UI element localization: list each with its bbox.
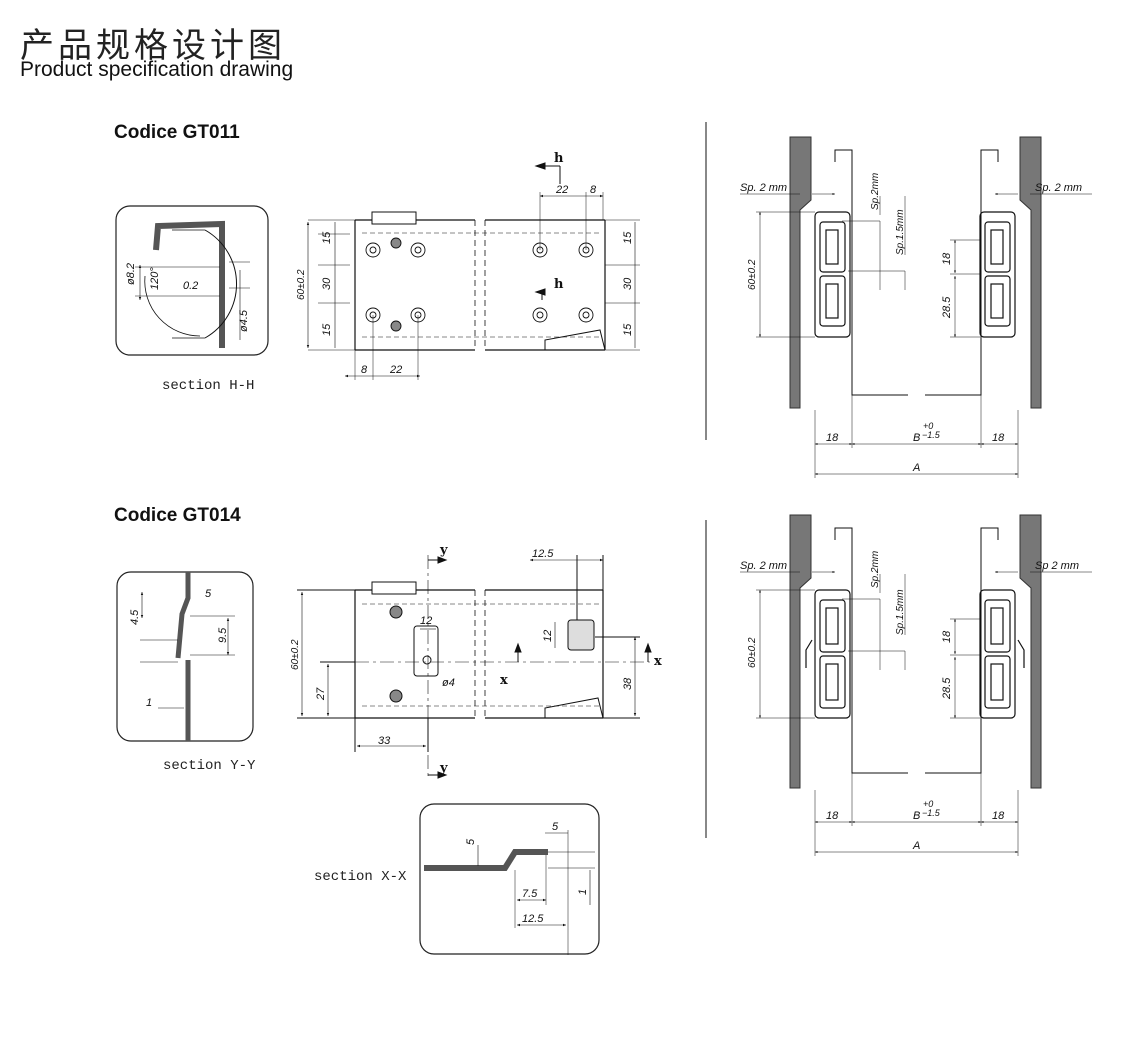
gt011-dim-gap: 0.2 (183, 280, 198, 292)
gt014-section-xx (419, 803, 600, 955)
gt011-mount-d285: 28.5 (941, 296, 953, 319)
gt014-yy-d5: 5 (205, 588, 212, 600)
gt014-xx-d5b: 5 (552, 821, 559, 833)
gt014-plan-d12a: 12 (420, 615, 432, 627)
gt011-mount-b-tol-top: +0 (923, 421, 933, 431)
gt014-plan-d12b: 12 (542, 630, 554, 642)
gt011-dim-r15b: 15 (622, 323, 634, 336)
gt014-plan-h60: 60±0.2 (290, 639, 301, 670)
gt014-mount-view (740, 514, 1092, 856)
gt011-mount-view (740, 136, 1092, 478)
gt014-mount-b-tol-bot: −1.5 (922, 808, 941, 818)
gt014-mount-h60: 60±0.2 (747, 637, 758, 668)
gt014-marker-x-left: x (500, 673, 508, 688)
gt014-marker-x-right: x (654, 654, 662, 669)
gt014-section-yy-label: section Y-Y (163, 758, 256, 774)
gt011-dim-v15a: 15 (321, 231, 333, 244)
gt011-mount-sp2mm: Sp.2mm (870, 173, 881, 210)
gt014-mount-dims: Sp. 2 mm Sp 2 mm Sp.2mm Sp.1.5mm 60±0.2 … (740, 551, 1079, 852)
gt014-plan-view (297, 555, 652, 780)
gt014-marker-y-top: y (439, 543, 448, 558)
gt014-mount-w18b: 18 (992, 810, 1005, 822)
gt011-dim-v15b: 15 (321, 323, 333, 336)
gt014-mount-a: A (912, 840, 920, 852)
gt011-dim-r15a: 15 (622, 231, 634, 244)
gt014-mount-d18: 18 (941, 630, 953, 643)
gt014-mount-b-tol-top: +0 (923, 799, 933, 809)
gt014-plan-d125: 12.5 (532, 548, 554, 560)
gt014-xx-d125: 12.5 (522, 913, 544, 925)
gt011-mount-dims: Sp. 2 mm Sp. 2 mm Sp.2mm Sp.1.5mm 60±0.2… (740, 173, 1082, 474)
gt014-xx-d75: 7.5 (522, 888, 538, 900)
gt014-xx-d1: 1 (577, 889, 589, 895)
gt011-dim-v30: 30 (321, 277, 333, 290)
page-title-chinese: 产品规格设计图 (20, 26, 286, 66)
gt014-section-yy-dims: 4.5 5 9.5 1 (129, 588, 229, 709)
gt011-dim-d82: ø8.2 (125, 263, 137, 285)
gt014-section-xx-label: section X-X (314, 869, 407, 885)
gt011-dim-d45: ø4.5 (238, 309, 250, 332)
gt014-mount-sp2mm: Sp.2mm (870, 551, 881, 588)
gt011-mount-b-tol-bot: −1.5 (922, 430, 941, 440)
gt011-section-hh-label: section H-H (162, 378, 255, 394)
gt011-mount-sp15mm: Sp.1.5mm (895, 209, 906, 255)
gt014-mount-d285: 28.5 (941, 677, 953, 700)
gt014-code-label: Codice GT014 (114, 505, 241, 526)
page-title-english: Product specification drawing (20, 58, 294, 81)
gt014-section-yy (116, 571, 254, 742)
gt014-mount-b: B (913, 810, 920, 822)
gt011-mount-sp2-right: Sp. 2 mm (1035, 182, 1082, 194)
gt011-dim-height: 60±0.2 (296, 269, 307, 300)
gt011-marker-h-mid: h (554, 277, 564, 292)
gt014-plan-d33: 33 (378, 735, 391, 747)
gt011-mount-a: A (912, 462, 920, 474)
gt011-plan-dims: 22 8 h h 15 30 15 60±0.2 15 30 15 8 22 (296, 151, 634, 376)
gt014-mount-sp2-left: Sp. 2 mm (740, 560, 787, 572)
gt014-yy-d95: 9.5 (217, 627, 229, 643)
gt011-mount-w18b: 18 (992, 432, 1005, 444)
gt014-mount-sp2-right: Sp 2 mm (1035, 560, 1079, 572)
gt011-dim-r30: 30 (622, 277, 634, 290)
gt011-dim-top8: 8 (590, 184, 597, 196)
gt011-mount-sp2-left: Sp. 2 mm (740, 182, 787, 194)
gt014-plan-d27: 27 (315, 687, 327, 701)
gt014-plan-dims: y y x x 12.5 12 12 ø4 60±0.2 27 38 33 (290, 543, 662, 776)
gt011-mount-b: B (913, 432, 920, 444)
gt011-mount-h60: 60±0.2 (747, 259, 758, 290)
gt014-mount-sp15mm: Sp.1.5mm (895, 589, 906, 635)
gt011-dim-b8: 8 (361, 364, 368, 376)
gt011-section-hh (115, 205, 269, 356)
gt014-plan-d4: ø4 (442, 677, 455, 689)
gt014-mount-w18a: 18 (826, 810, 839, 822)
gt011-mount-w18a: 18 (826, 432, 839, 444)
gt011-plan-view (306, 162, 640, 380)
gt014-yy-d45: 4.5 (129, 609, 141, 625)
gt011-dim-top22: 22 (555, 184, 568, 196)
gt014-plan-d38: 38 (622, 677, 634, 690)
gt011-marker-h-top: h (554, 151, 564, 166)
gt011-section-hh-dims: ø8.2 120° 0.2 ø4.5 (125, 263, 250, 332)
gt014-yy-d1: 1 (146, 697, 152, 709)
gt014-marker-y-bottom: y (439, 761, 448, 776)
gt011-code-label: Codice GT011 (114, 122, 240, 143)
gt011-dim-angle: 120° (149, 267, 161, 290)
gt011-dim-b22: 22 (389, 364, 402, 376)
gt011-mount-d18: 18 (941, 252, 953, 265)
gt014-xx-d5a: 5 (465, 838, 477, 845)
gt014-section-xx-dims: 5 5 7.5 12.5 1 (465, 821, 589, 925)
